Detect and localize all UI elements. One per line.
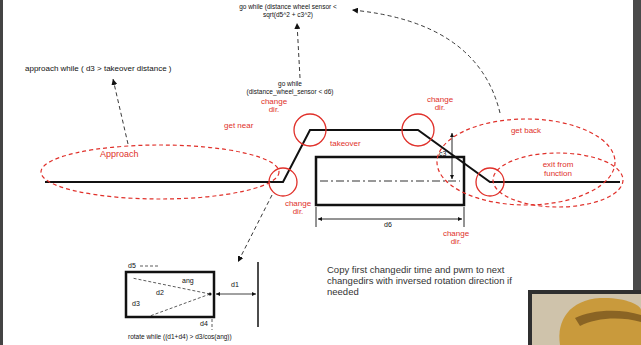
condition-note: rotate while ((d1+d4) > d3/cos(ang)) bbox=[128, 333, 232, 341]
dimension-label: d2 bbox=[156, 289, 164, 297]
frame-strip bbox=[0, 0, 3, 345]
region-ellipse: exit from function bbox=[492, 152, 624, 208]
pointer-arrow bbox=[113, 79, 128, 144]
dimension-label: d6 bbox=[384, 221, 392, 229]
center-line bbox=[320, 181, 460, 182]
frame-strip bbox=[633, 0, 641, 290]
phase-label: change dir. bbox=[440, 230, 472, 246]
phase-label: takeover bbox=[330, 139, 361, 149]
phase-label: get near bbox=[224, 121, 253, 131]
dimension-label: d4 bbox=[200, 320, 208, 328]
ellipse-outline bbox=[40, 144, 280, 200]
angle-label: ang bbox=[182, 277, 194, 285]
pointer-arrow bbox=[297, 23, 300, 78]
bend-circle bbox=[294, 114, 326, 146]
bend-circle bbox=[402, 114, 434, 146]
obstacle-box bbox=[316, 157, 464, 205]
phase-label: change dir. bbox=[282, 200, 314, 216]
phase-label: change dir. bbox=[424, 96, 456, 112]
region-label: exit from function bbox=[538, 160, 578, 178]
region-ellipse: get back bbox=[436, 118, 616, 206]
bend-circle bbox=[269, 168, 297, 196]
dimension-label: d1 bbox=[231, 281, 239, 289]
region-label: Approach bbox=[100, 149, 139, 159]
inset-detail bbox=[126, 262, 258, 330]
condition-note: go while (distance_wheel_sensor < d6) bbox=[245, 80, 335, 96]
photo-thumbnail bbox=[528, 290, 641, 345]
pointer-arrow bbox=[238, 195, 272, 262]
dimension-arrow bbox=[452, 133, 453, 179]
region-label: get back bbox=[436, 126, 616, 135]
dimension-label: d5 bbox=[128, 262, 136, 270]
dimension-label: d3 bbox=[132, 300, 140, 308]
region-ellipse: Approach bbox=[40, 144, 280, 200]
note-text: Copy first changedir time and pwm to nex… bbox=[327, 264, 532, 297]
dimension-arrow bbox=[318, 219, 462, 220]
dimension-label: c3 bbox=[439, 150, 446, 158]
condition-note: approach while ( d3 > takeover distance … bbox=[25, 64, 172, 74]
condition-note: go while (distance wheel sensor < sqrt(d… bbox=[228, 3, 348, 19]
phase-label: change dir. bbox=[258, 98, 290, 114]
pointer-arrow bbox=[352, 10, 500, 113]
